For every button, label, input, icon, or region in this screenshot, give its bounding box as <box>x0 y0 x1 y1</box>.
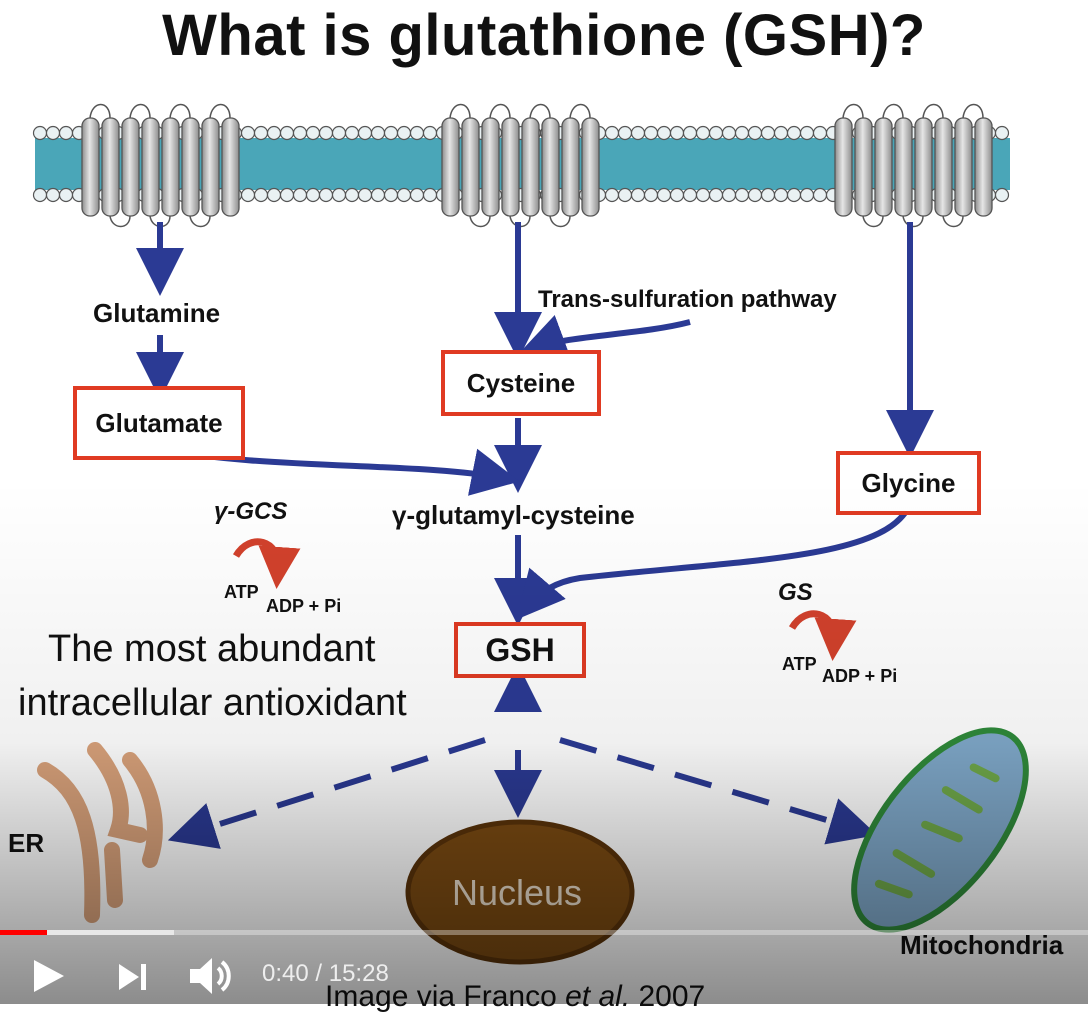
note-line-1: The most abundant <box>48 628 376 670</box>
time-separator: / <box>308 960 329 987</box>
nucleus-organelle <box>405 819 635 965</box>
glutamate-box: Glutamate <box>73 386 245 460</box>
mitochondria-organelle <box>851 727 1029 933</box>
glycine-box: Glycine <box>836 451 981 515</box>
enzyme-reaction-arrows <box>232 538 857 661</box>
gamma-gcs-enzyme-label: γ-GCS <box>214 498 288 525</box>
gs-enzyme-label: GS <box>778 579 813 606</box>
adp-pi-label-2: ADP + Pi <box>822 666 898 686</box>
volume-icon[interactable] <box>188 956 234 996</box>
caption-year: 2007 <box>630 980 706 1013</box>
progress-bar[interactable] <box>0 930 1088 935</box>
trans-sulfuration-label: Trans-sulfuration pathway <box>538 286 837 313</box>
gamma-glutamyl-cysteine-label: γ-glutamyl-cysteine <box>392 500 635 530</box>
progress-played <box>0 930 47 935</box>
slide-title: What is glutathione (GSH)? <box>162 3 926 68</box>
caption-etal: et al. <box>565 980 631 1013</box>
note-line-2: intracellular antioxidant <box>18 682 407 724</box>
cysteine-box: Cysteine <box>441 350 601 416</box>
next-icon[interactable] <box>117 962 149 992</box>
gsh-box: GSH <box>454 622 586 678</box>
play-icon[interactable] <box>30 958 66 994</box>
progress-buffered <box>0 930 175 935</box>
glycine-label: Glycine <box>861 467 956 498</box>
er-label: ER <box>8 828 45 858</box>
time-display: 0:40 / 15:28 <box>262 960 389 988</box>
mitochondria-label: Mitochondria <box>900 930 1064 960</box>
gsh-label: GSH <box>485 631 555 668</box>
atp-label-2: ATP <box>782 654 817 674</box>
adp-pi-label-1: ADP + Pi <box>266 596 342 616</box>
glutamine-label: Glutamine <box>93 298 221 328</box>
nucleus-label: Nucleus <box>452 872 583 913</box>
current-time: 0:40 <box>262 960 309 987</box>
duration: 15:28 <box>328 960 389 987</box>
er-organelle <box>37 742 163 923</box>
atp-label-1: ATP <box>224 582 259 602</box>
membrane-transporters <box>81 103 993 228</box>
glutamate-label: Glutamate <box>95 407 223 438</box>
cysteine-label: Cysteine <box>466 367 576 398</box>
